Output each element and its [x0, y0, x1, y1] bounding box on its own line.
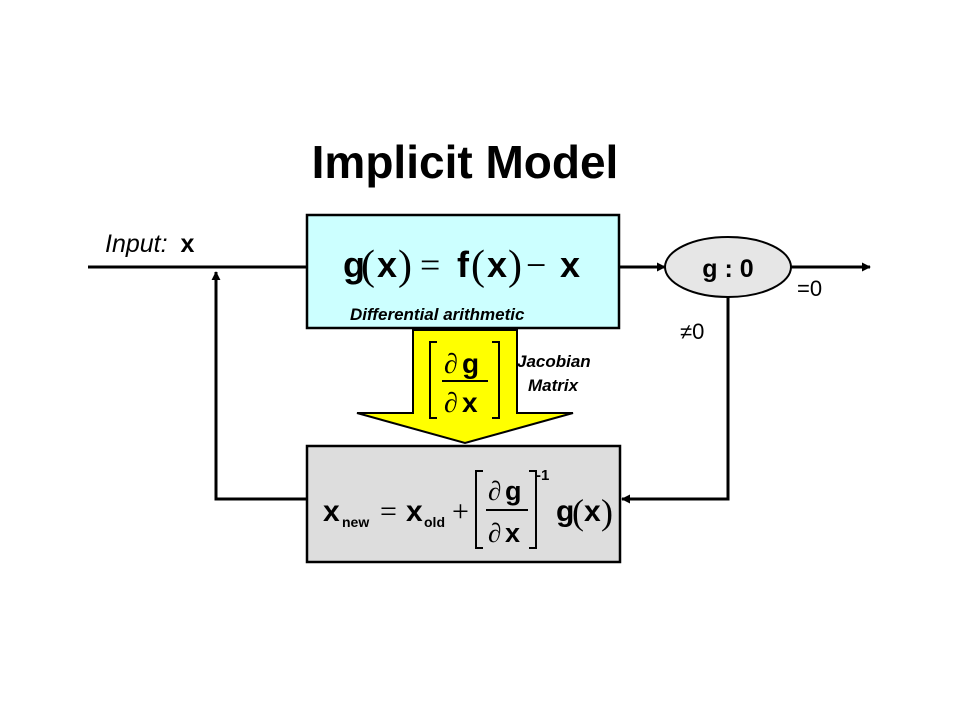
svg-text:x: x — [377, 244, 397, 285]
svg-text:x: x — [462, 387, 478, 418]
jacobian-label-line2: Matrix — [528, 376, 580, 395]
svg-text:=: = — [420, 245, 440, 285]
svg-text:old: old — [424, 514, 445, 530]
jacobian-arrow — [356, 329, 574, 445]
svg-text:g: g — [462, 348, 479, 379]
svg-text:+: + — [452, 495, 469, 528]
decision-label: g : 0 — [702, 255, 753, 283]
neq-zero-label: ≠0 — [680, 319, 704, 344]
svg-text:∂: ∂ — [488, 518, 501, 548]
eq-zero-label: =0 — [797, 276, 822, 301]
jacobian-fraction: ∂ g ∂ x — [429, 341, 500, 419]
svg-text:x: x — [406, 495, 423, 528]
svg-text:=: = — [380, 495, 397, 528]
svg-text:g: g — [505, 476, 522, 506]
svg-text:x: x — [487, 244, 507, 285]
svg-text:(: ( — [361, 243, 375, 289]
svg-text:x: x — [323, 495, 340, 528]
svg-text:∂: ∂ — [444, 388, 458, 419]
svg-text:−: − — [526, 245, 546, 285]
function-equation: g ( x ) = f ( x ) − x — [343, 243, 580, 289]
svg-text:x: x — [584, 495, 601, 528]
update-box — [305, 444, 622, 564]
svg-text:(: ( — [471, 243, 485, 289]
svg-text:): ) — [601, 492, 613, 532]
svg-text:x: x — [505, 518, 520, 548]
svg-text:∂: ∂ — [488, 476, 501, 506]
svg-text:f: f — [457, 244, 470, 285]
svg-text:-1: -1 — [536, 467, 549, 484]
svg-text:g: g — [343, 244, 365, 285]
function-box — [305, 213, 621, 330]
update-equation: x new = x old + ∂ g ∂ x -1 g ( x ) — [323, 467, 613, 549]
diagram-title: Implicit Model — [312, 136, 619, 188]
input-var: x — [181, 230, 195, 258]
svg-text:g: g — [556, 495, 574, 528]
svg-text:): ) — [508, 243, 522, 289]
svg-text:∂: ∂ — [444, 349, 458, 380]
svg-text:): ) — [398, 243, 412, 289]
feedback-to-update-arrow — [621, 297, 730, 504]
input-label-text: Input: — [105, 230, 168, 258]
input-label: Input: x — [105, 230, 195, 258]
svg-text:(: ( — [572, 492, 584, 532]
function-caption: Differential arithmetic — [350, 305, 525, 324]
svg-text:x: x — [560, 244, 580, 285]
svg-text:new: new — [342, 514, 369, 530]
jacobian-label-line1: Jacobian — [517, 352, 591, 371]
feedback-to-input-arrow — [211, 271, 307, 501]
